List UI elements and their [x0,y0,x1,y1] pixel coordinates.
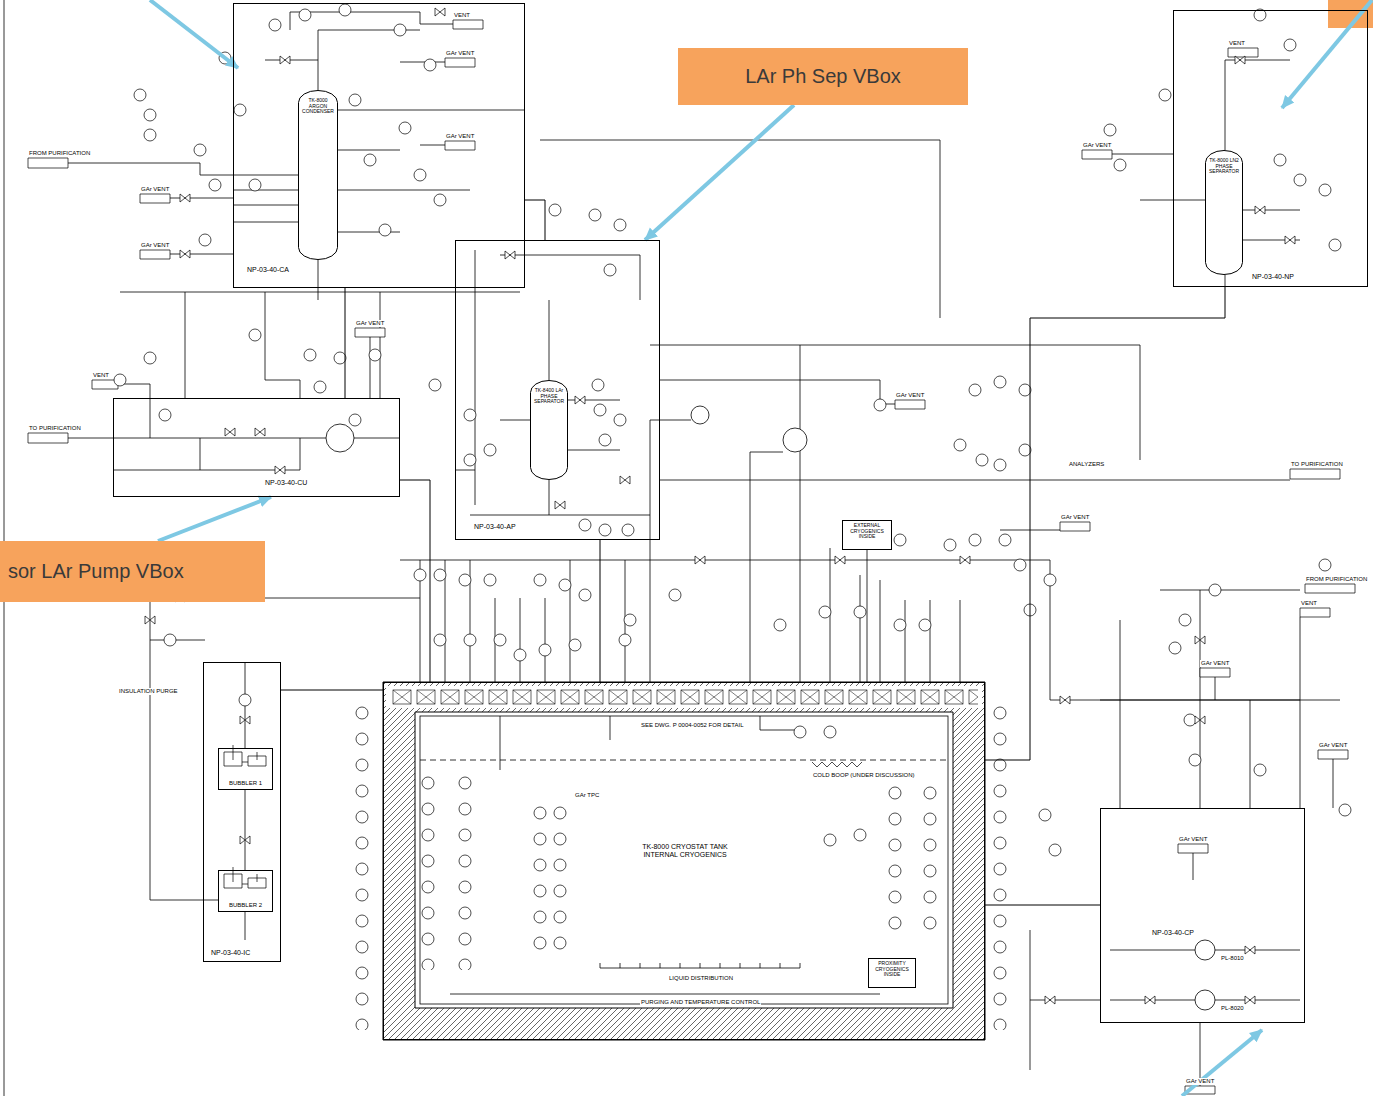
node-label: BUBBLER 1 [221,780,270,787]
tag-label: GAr VENT [895,392,925,399]
node-label: NP-03-40-NP [1251,273,1295,281]
tag-label: GAr VENT [355,320,385,327]
sensor-column [993,700,1007,1030]
callout-box: LAr Ph Sep VBox [678,48,968,105]
node-label: PROXIMITY CRYOGENICS INSIDE [871,961,913,978]
nozzle-strip [386,686,982,708]
node-label: NP-03-40-CP [1151,929,1195,937]
tag-label: COLD BOOP (UNDER DISCUSSION) [812,772,916,779]
vessel-shell [1206,151,1243,275]
node-label: TK-8000 CRYOSTAT TANK INTERNAL CRYOGENIC… [634,843,736,859]
tag-label: FROM PURIFICATION [1305,576,1368,583]
process-pipe [600,540,601,682]
bubbler-box: BUBBLER 2 [218,870,273,912]
nozzle-row [390,689,978,705]
node-label: TK-8400 LAr PHASE SEPARATOR [532,388,566,405]
tag-label: GAr VENT [445,50,475,57]
tag-label: PURGING AND TEMPERATURE CONTROL [640,999,761,1006]
tag-label: FROM PURIFICATION [28,150,91,157]
equipment-region: NP-03-40-CU [113,398,400,497]
callout-arrow [158,497,271,541]
vessel-shell [531,381,568,480]
tag-label: GAr VENT [1060,514,1090,521]
cryostat-tank: TK-8000 CRYOSTAT TANK INTERNAL CRYOGENIC… [383,682,985,1040]
tag-label: PL-8010 [1220,955,1245,962]
cryostat-inner-wall [420,716,948,1004]
node-label: NP-03-40-CA [246,266,290,274]
valve-symbols [145,8,1295,1004]
sensor-column [923,780,937,936]
callout-arrow [1282,0,1372,108]
separator-vessel: TK-8400 LAr PHASE SEPARATOR [530,380,568,480]
equipment-region: NP-03-40-IC BUBBLER 1 BUBBLER 2 [203,662,281,962]
callout-arrow [645,105,794,240]
purge-pipe [450,994,880,995]
tag-label: GAr VENT [445,133,475,140]
separator-vessel: TK-8000 LN2 PHASE SEPARATOR [1205,150,1243,275]
vessel-outline [298,90,338,260]
node-label: NP-03-40-IC [210,949,251,957]
liquid-distribution-pipe [600,963,800,968]
callout-box: sor LAr Pump VBox [0,541,265,602]
tag-label: GAr VENT [1082,142,1112,149]
tag-label: TO PURIFICATION [1290,461,1344,468]
process-pipe [525,200,545,240]
equipment-region: NP-03-40-CA TK-8000 ARGON CONDENSER [233,3,525,288]
sensor-column [553,800,567,956]
node-label: TK-8000 LN2 PHASE SEPARATOR [1207,158,1241,175]
process-pipe [281,690,383,691]
callout-text: LAr Ph Sep VBox [686,65,960,88]
tag-label: TO PURIFICATION [28,425,82,432]
tag-label: GAr VENT [1200,660,1230,667]
sensor-column [888,780,902,936]
cryostat-insulation [383,682,985,1040]
process-pipe [985,905,1100,906]
tag-label: ANALYZERS [1068,461,1105,468]
tag-label: GAr VENT [1178,836,1208,843]
tag-label: GAr VENT [140,242,170,249]
process-pipe [985,287,1225,760]
callout-text: sor LAr Pump VBox [8,560,257,583]
equipment-region: NP-03-40-NP TK-8000 LN2 PHASE SEPARATOR [1173,10,1368,287]
vessel-shell [299,91,338,260]
process-pipe [400,480,430,682]
bubbler-symbols [224,745,266,888]
node-label: EXTERNAL CRYOGENICS INSIDE [845,523,889,540]
tag-label: VENT [1300,600,1318,607]
cold-boop-coil [812,762,862,767]
process-pipe [345,288,346,398]
pump-symbols [326,406,1215,1010]
tag-label: SEE DWG. P 0004-0052 FOR DETAIL [640,722,744,729]
instrument-box: PROXIMITY CRYOGENICS INSIDE [868,958,916,988]
node-label: NP-03-40-AP [473,523,517,531]
node-label: NP-03-40-CU [264,479,308,487]
sensor-column [458,770,472,970]
tag-label: VENT [92,372,110,379]
equipment-region: NP-03-40-AP TK-8400 LAr PHASE SEPARATOR [455,240,660,540]
sensor-column [355,700,369,1030]
tag-label: VENT [453,12,471,19]
node-label: BUBBLER 2 [221,902,270,909]
bubbler-box: BUBBLER 1 [218,748,273,790]
sensor-column [421,770,435,970]
tag-label: VENT [1228,40,1246,47]
sensor-column [533,800,547,956]
node-label: TK-8000 ARGON CONDENSER [300,98,336,115]
tag-label: INSULATION PURGE [118,688,179,695]
instrument-bubbles [114,4,1351,856]
callout-arrow [1182,1030,1262,1096]
tag-label: GAr VENT [1185,1078,1215,1085]
tag-label: PL-8020 [1220,1005,1245,1012]
tag-label: LIQUID DISTRIBUTION [668,975,734,982]
liquid-level [420,760,950,761]
tag-label: GAr TPC [574,792,600,799]
callout-arrow [150,0,238,68]
tag-label: GAr VENT [1318,742,1348,749]
instrument-box: EXTERNAL CRYOGENICS INSIDE [842,520,892,550]
tag-label: GAr VENT [140,186,170,193]
condenser-vessel: TK-8000 ARGON CONDENSER [298,90,338,260]
